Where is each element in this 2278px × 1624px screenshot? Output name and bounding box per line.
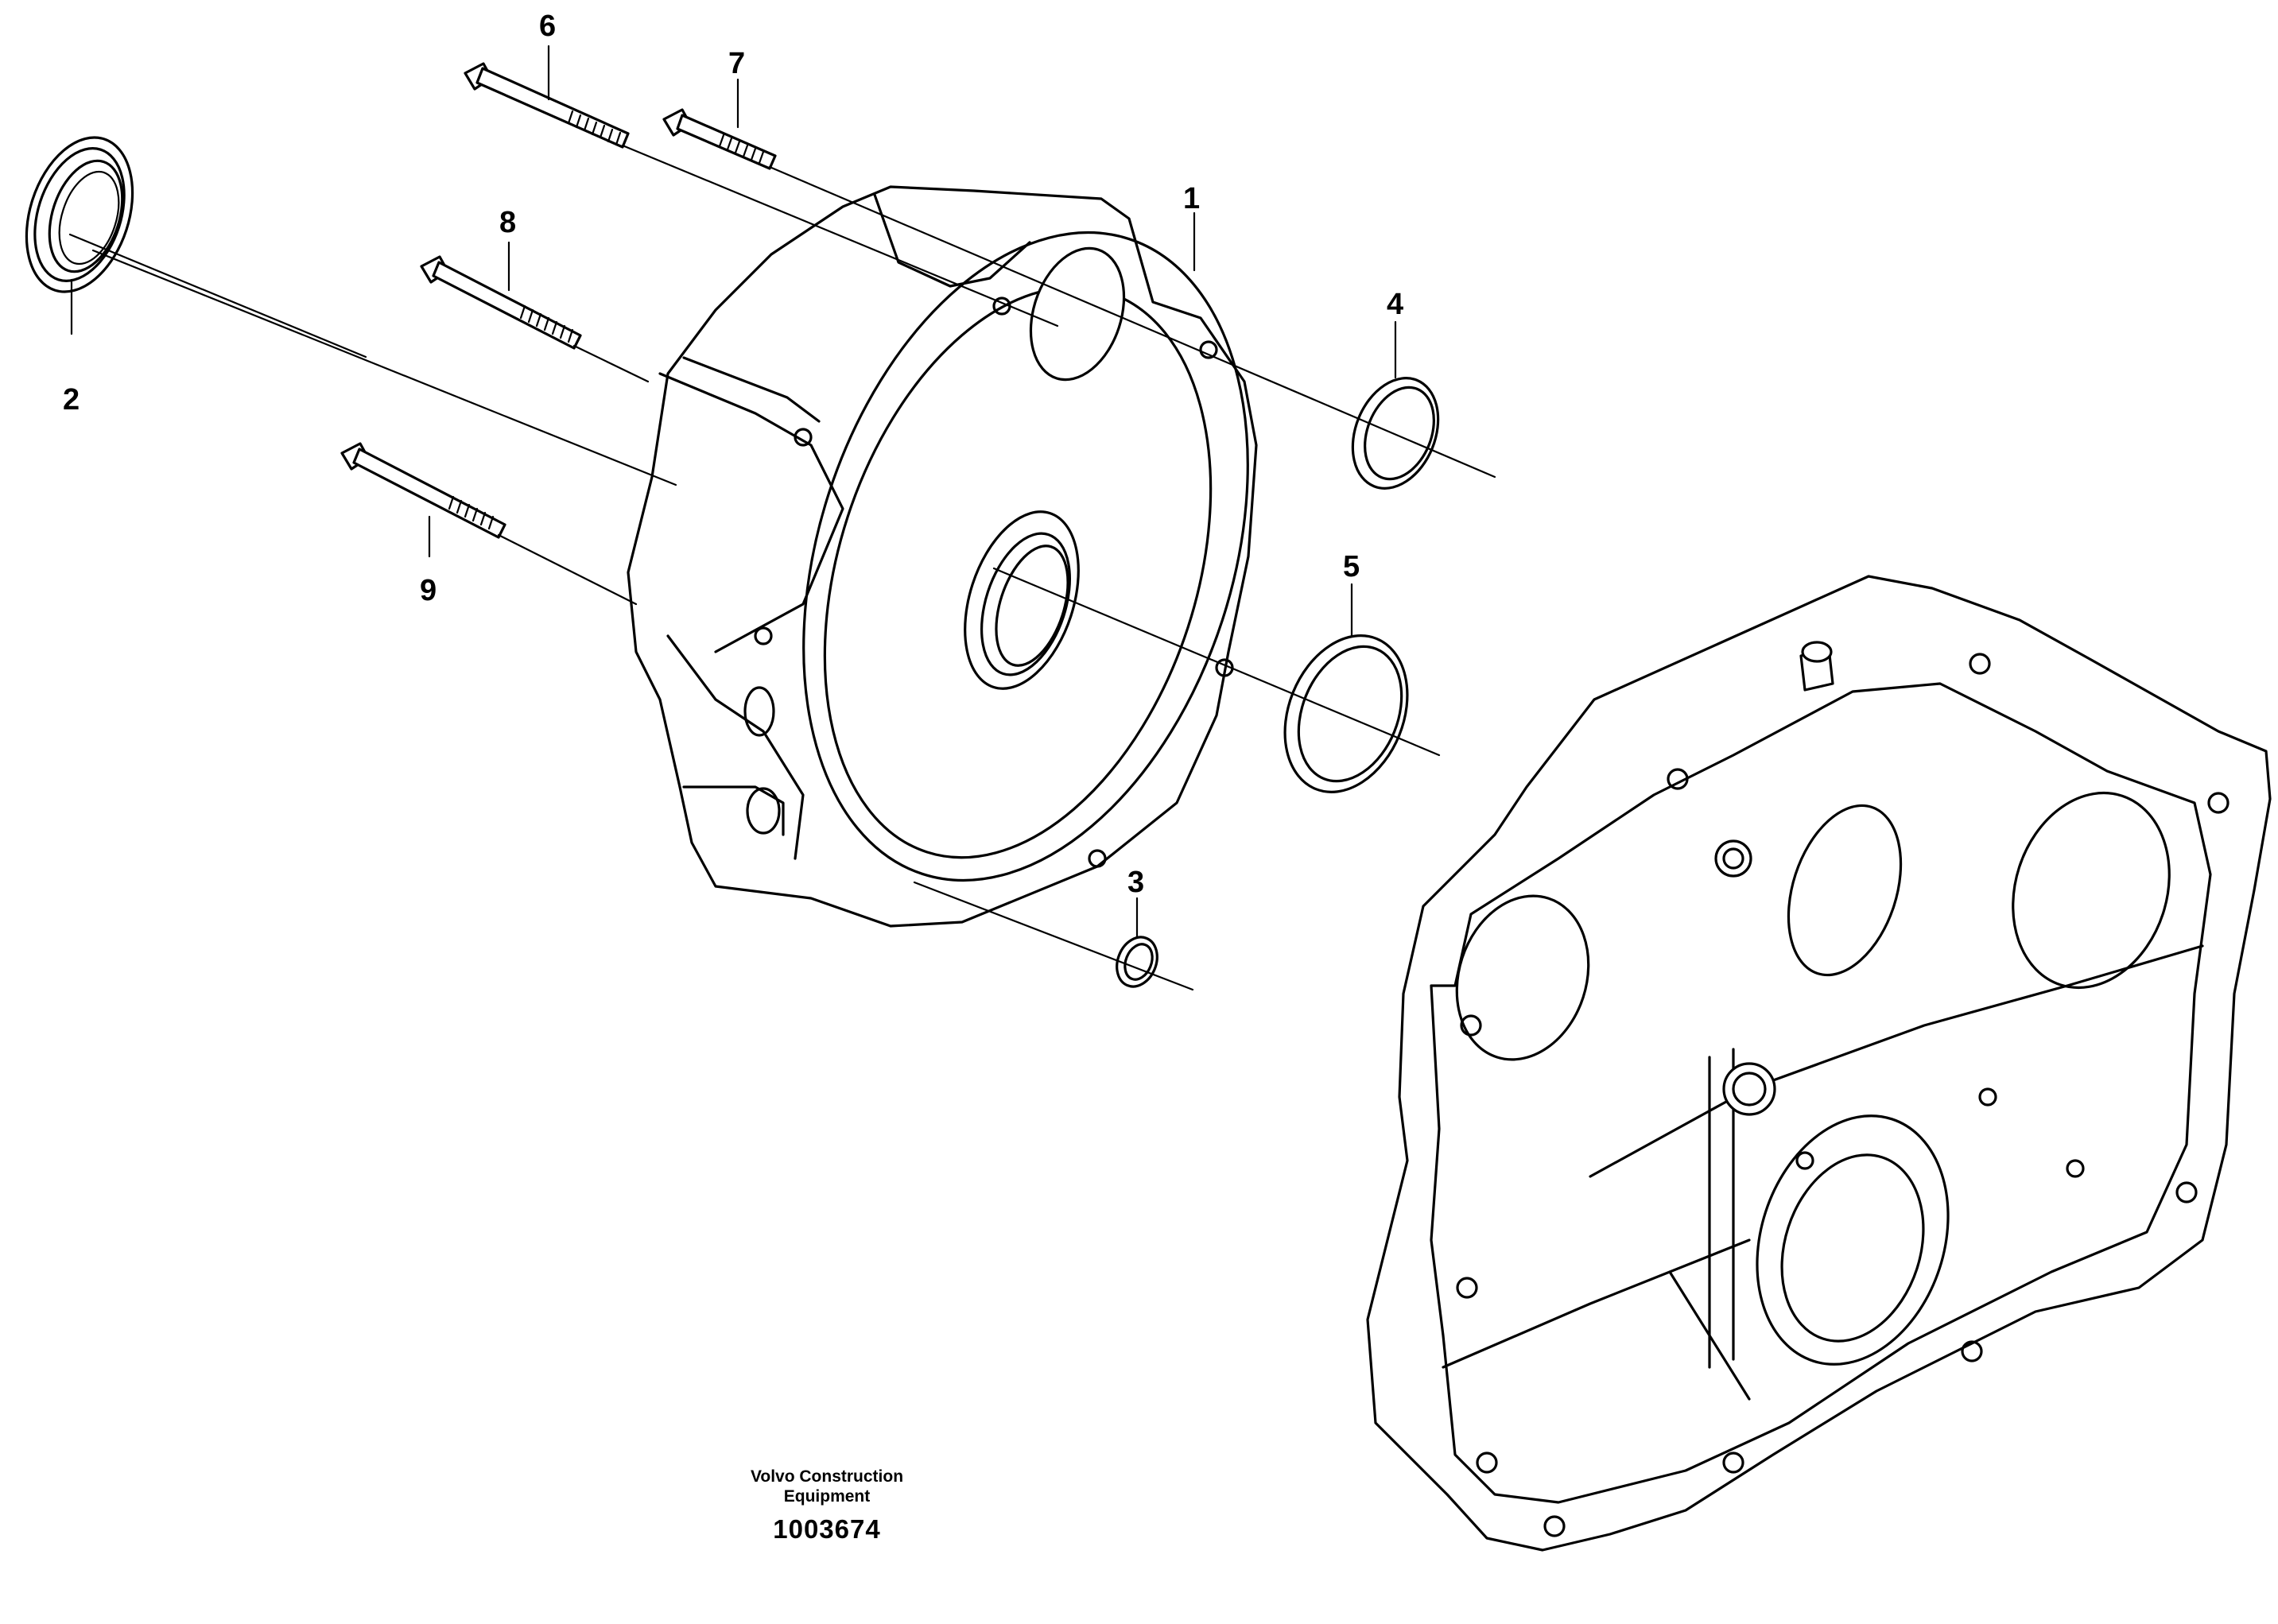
leader-lines bbox=[68, 45, 1496, 991]
callout-5: 5 bbox=[1343, 550, 1360, 583]
part-7-bolt bbox=[662, 108, 777, 170]
callout-3: 3 bbox=[1127, 866, 1144, 899]
callout-7: 7 bbox=[728, 47, 745, 80]
part-6-bolt bbox=[464, 62, 630, 149]
part-3-o-ring bbox=[1116, 936, 1158, 988]
callout-8: 8 bbox=[499, 206, 516, 239]
manufacturer-line-1: Volvo Construction bbox=[750, 1467, 904, 1486]
callout-4: 4 bbox=[1387, 288, 1403, 321]
callout-9: 9 bbox=[420, 574, 437, 607]
part-1-flywheel-housing bbox=[627, 185, 1258, 928]
callout-labels: 1 2 3 4 5 6 7 8 9 bbox=[63, 10, 1403, 899]
figure-number: 1003674 bbox=[773, 1514, 881, 1544]
part-2-seal-ring bbox=[25, 136, 134, 293]
timing-gear-cover bbox=[1366, 575, 2272, 1552]
manufacturer-label: Volvo Construction Equipment bbox=[692, 1467, 962, 1506]
part-4-o-ring bbox=[1351, 377, 1440, 490]
part-8-bolt bbox=[420, 255, 582, 350]
callout-1: 1 bbox=[1183, 182, 1200, 215]
manufacturer-line-2: Equipment bbox=[783, 1487, 871, 1506]
callout-2: 2 bbox=[63, 383, 80, 417]
part-5-o-ring bbox=[1283, 634, 1409, 793]
callout-6: 6 bbox=[539, 10, 556, 43]
part-9-bolt bbox=[340, 442, 506, 539]
